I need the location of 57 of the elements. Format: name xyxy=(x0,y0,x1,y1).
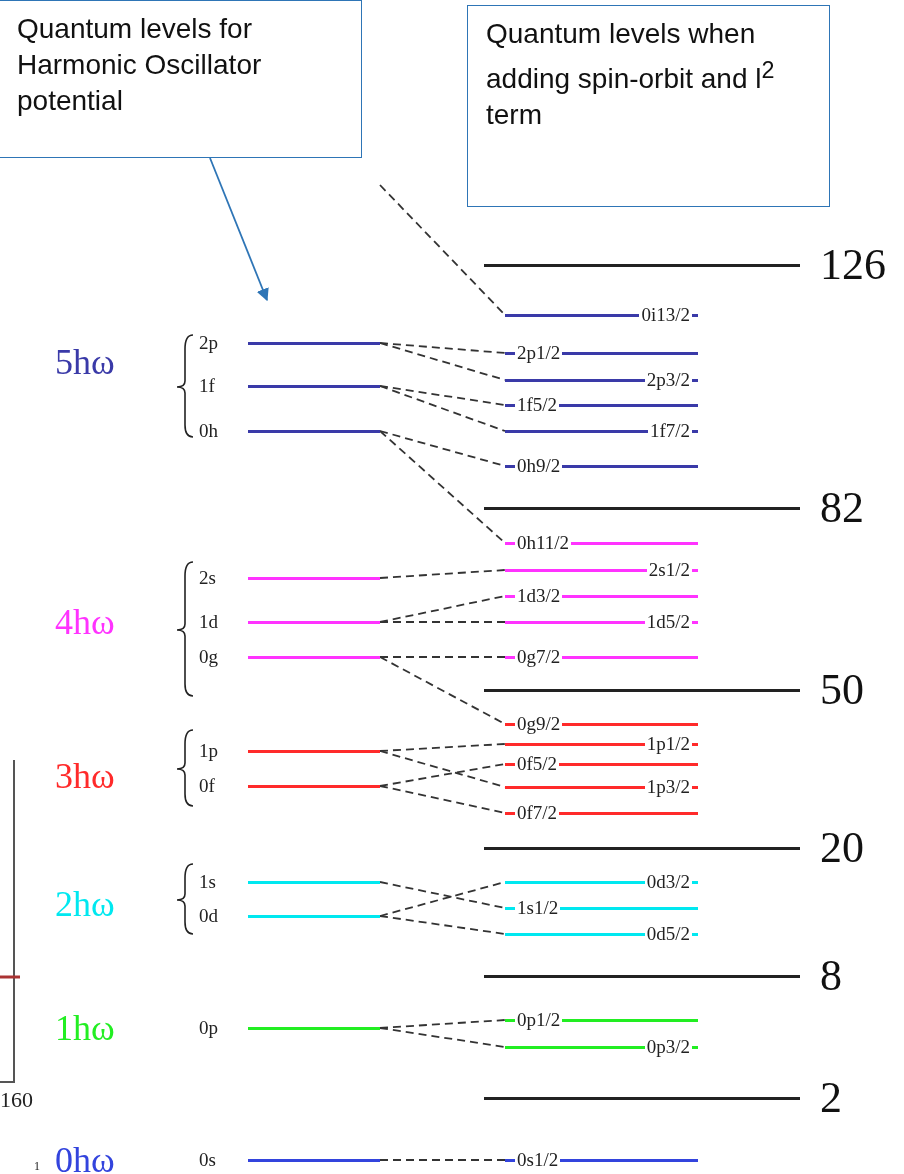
axis-tick-label: 1 xyxy=(34,1160,40,1172)
level-label: 1p1/2 xyxy=(644,735,692,753)
level-label: 0s xyxy=(197,1151,218,1169)
level-label: 1d5/2 xyxy=(644,613,692,631)
level-label: 0d3/2 xyxy=(644,873,692,891)
dashed-connector xyxy=(379,342,506,354)
dashed-connector xyxy=(379,656,506,658)
level-label: 1f7/2 xyxy=(647,422,692,440)
dashed-connector xyxy=(379,184,506,316)
oscillator-shell-label: 4hω xyxy=(55,604,115,640)
level-label: 0p xyxy=(197,1019,220,1037)
oscillator-shell-label: 1hω xyxy=(55,1010,115,1046)
dashed-connector xyxy=(379,385,506,406)
level-label: 0f xyxy=(197,777,217,795)
oscillator-shell-label: 5hω xyxy=(55,344,115,380)
level-label: 0g xyxy=(197,648,220,666)
oscillator-shell-label: 3hω xyxy=(55,758,115,794)
callout-arrow xyxy=(209,157,269,302)
oscillator-shell-label: 0hω xyxy=(55,1142,115,1174)
level-label: 1d3/2 xyxy=(515,587,563,605)
level-label: 1s xyxy=(197,873,218,891)
level-label: 0g9/2 xyxy=(515,715,563,733)
level-label: 2s1/2 xyxy=(646,561,692,579)
dashed-connector xyxy=(379,569,506,579)
dashed-connector xyxy=(379,1159,506,1161)
level-label: 2s xyxy=(197,569,218,587)
callout-box: Quantum levels for Harmonic Oscillator potential xyxy=(0,0,362,158)
level-label: 0i13/2 xyxy=(639,306,692,324)
level-label: 2p1/2 xyxy=(515,344,563,362)
level-label: 0p1/2 xyxy=(515,1011,563,1029)
level-label: 0h xyxy=(197,422,220,440)
dashed-connector xyxy=(379,621,506,623)
dashed-connector xyxy=(379,1027,506,1048)
level-label: 0s1/2 xyxy=(515,1151,561,1169)
level-label: 1p xyxy=(197,742,220,760)
axis-tick-label: 160 xyxy=(0,1089,33,1111)
level-label: 0f5/2 xyxy=(515,755,560,773)
dashed-connector xyxy=(379,743,506,752)
level-label: 1s1/2 xyxy=(515,899,561,917)
level-label: 0d xyxy=(197,907,220,925)
level-label: 0d5/2 xyxy=(644,925,692,943)
level-label: 2p xyxy=(197,334,220,352)
level-label: 0h9/2 xyxy=(515,457,563,475)
oscillator-shell-label: 2hω xyxy=(55,886,115,922)
level-label: 0h11/2 xyxy=(515,534,572,552)
level-label: 1f5/2 xyxy=(515,396,560,414)
level-label: 2p3/2 xyxy=(644,371,692,389)
dashed-connector xyxy=(379,385,506,432)
level-label: 1f xyxy=(197,377,217,395)
level-label: 1d xyxy=(197,613,220,631)
dashed-connector xyxy=(379,915,506,935)
level-label: 0g7/2 xyxy=(515,648,563,666)
level-label: 1p3/2 xyxy=(644,778,692,796)
level-label: 0p3/2 xyxy=(644,1038,692,1056)
dashed-connector xyxy=(379,763,506,787)
level-label: 0f7/2 xyxy=(515,804,560,822)
callout-box: Quantum levels when adding spin-orbit and l$^{2}$ term xyxy=(467,5,830,207)
